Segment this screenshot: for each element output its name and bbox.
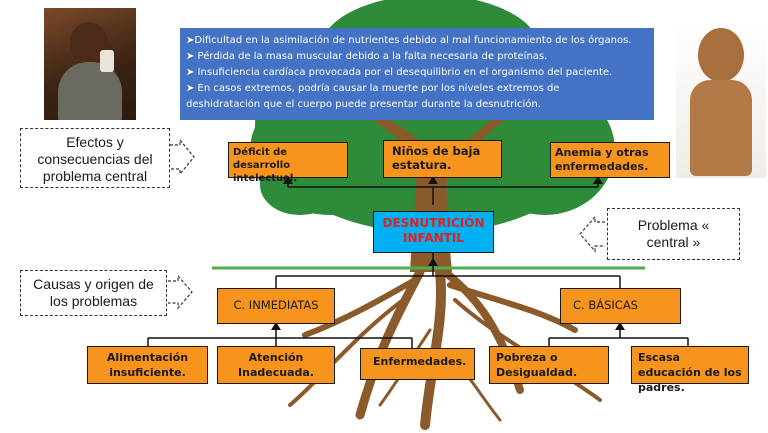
- child-head-shape: [698, 28, 744, 82]
- immediate-causes-label: C. INMEDIATAS: [233, 298, 319, 312]
- immediate-causes-box: C. INMEDIATAS: [217, 288, 335, 324]
- info-line: ➤ Insuficiencia cardíaca provocada por e…: [186, 67, 613, 78]
- basic-causes-label: C. BÁSICAS: [573, 298, 638, 312]
- cause-text: Pobreza o Desigualdad.: [496, 351, 578, 379]
- causes-callout-text: Causas y origen de los problemas: [33, 276, 154, 309]
- effect-box: Niños de baja estatura.: [383, 140, 502, 178]
- effects-callout-text: Efectos y consecuencias del problema cen…: [37, 134, 153, 184]
- cause-box: Enfermedades.: [360, 348, 475, 380]
- cause-text: Atención Inadecuada.: [238, 351, 314, 379]
- info-line: ➤ En casos extremos, podría causar la mu…: [186, 83, 560, 94]
- child-cup-shape: [100, 50, 114, 72]
- central-callout: Problema « central »: [607, 208, 740, 260]
- effect-text: Déficit de desarrollo intelectual.: [233, 147, 298, 184]
- effects-callout: Efectos y consecuencias del problema cen…: [20, 128, 170, 188]
- cause-box: Alimentación insuficiente.: [87, 346, 208, 384]
- effect-text: Niños de baja estatura.: [392, 144, 481, 172]
- causes-callout: Causas y origen de los problemas: [20, 270, 167, 316]
- dashed-arrows: [168, 138, 605, 310]
- cause-text: Alimentación insuficiente.: [106, 351, 189, 379]
- connector-arrows: [271, 176, 625, 330]
- basic-causes-box: C. BÁSICAS: [560, 288, 681, 324]
- info-line: deshidratación que el cuerpo puede prese…: [186, 99, 541, 110]
- cause-box: Atención Inadecuada.: [217, 346, 335, 384]
- effect-box: Anemia y otras enfermedades.: [550, 142, 670, 178]
- child-photo-left: [44, 8, 136, 120]
- effect-box: Déficit de desarrollo intelectual.: [228, 142, 348, 184]
- cause-box: Pobreza o Desigualdad.: [489, 346, 609, 384]
- consequences-info-box: ➤Dificultad en la asimilación de nutrien…: [180, 28, 654, 120]
- effect-text: Anemia y otras enfermedades.: [555, 146, 649, 173]
- cause-box: Escasa educación de los padres.: [631, 346, 749, 394]
- info-line: ➤Dificultad en la asimilación de nutrien…: [186, 35, 632, 46]
- central-callout-text: Problema « central »: [637, 217, 710, 250]
- info-line: ➤ Pérdida de la masa muscular debido a l…: [186, 51, 548, 62]
- cause-text: Enfermedades.: [373, 355, 467, 368]
- child-photo-right: [676, 22, 766, 178]
- central-problem-text: DESNUTRICIÓN INFANTIL: [382, 216, 485, 245]
- cause-text: Escasa educación de los padres.: [638, 351, 742, 394]
- child-body-shape: [690, 80, 752, 176]
- central-problem-box: DESNUTRICIÓN INFANTIL: [373, 211, 494, 253]
